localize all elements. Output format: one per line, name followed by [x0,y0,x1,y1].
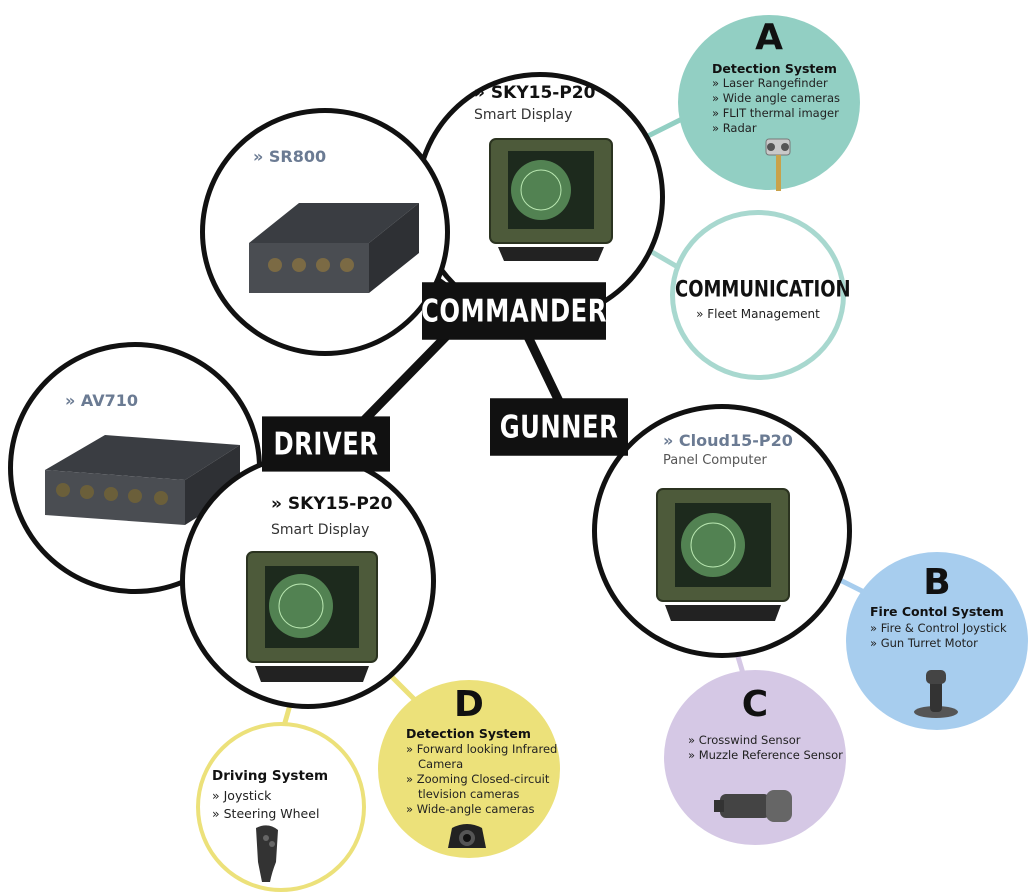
system-c-list: » Crosswind Sensor » Muzzle Reference Se… [688,733,843,763]
radar-camera-icon [765,138,791,191]
system-d-letter: D [454,684,484,725]
sr800-computer-image [249,203,419,293]
smart-display-image [489,138,613,261]
list-item: tlevision cameras [418,787,520,801]
system-a-letter: A [755,17,783,58]
joystick-icon [914,670,958,718]
smart-display-image [246,551,378,682]
av710-name: » AV710 [65,391,138,410]
cloud15-circle: » Cloud15-P20 Panel Computer [592,404,852,658]
panel-computer-image [656,488,790,621]
system-b-list: » Fire & Control Joystick » Gun Turret M… [870,621,1007,651]
cloud15-name: » Cloud15-P20 [663,431,793,450]
sky15-driver-subtitle: Smart Display [271,522,370,538]
list-item: » Wide angle cameras [712,91,841,105]
system-b-letter: B [923,562,951,603]
joystick-icon [256,825,278,882]
system-c-letter: C [741,684,769,725]
sr800-name: » SR800 [253,147,327,166]
list-item: » Forward looking Infrared [406,742,558,756]
system-a-list: » Laser Rangefinder » Wide angle cameras… [712,76,840,136]
list-item: » Zooming Closed-circuit [406,772,550,786]
sky15-driver-circle: » SKY15-P20 Smart Display [180,453,436,709]
camera-icon [448,824,486,848]
list-item: » Gun Turret Motor [870,636,978,650]
sensor-icon [714,790,792,822]
system-d-title: Detection System [406,726,531,741]
system-c-circle: C » Crosswind Sensor » Muzzle Reference … [664,670,846,845]
system-a-circle: A Detection System » Laser Rangefinder »… [678,15,860,191]
sky15-commander-subtitle: Smart Display [474,107,573,123]
role-commander-label: COMMANDER [421,282,606,340]
list-item: Camera [418,757,464,771]
system-b-circle: B Fire Contol System » Fire & Control Jo… [846,552,1028,730]
role-driver-label: DRIVER [262,416,390,472]
list-item: » Fire & Control Joystick [870,621,1007,635]
av710-computer-image [45,435,240,525]
sky15-driver-name: » SKY15-P20 [271,494,393,514]
list-item: » Muzzle Reference Sensor [688,748,843,762]
list-item: » Radar [712,121,757,135]
sr800-circle: » SR800 [200,108,450,356]
cloud15-subtitle: Panel Computer [663,453,767,468]
communication-title: COMMUNICATION [675,275,851,303]
list-item: » Steering Wheel [212,806,320,821]
list-item: » FLIT thermal imager [712,106,839,120]
list-item: » Joystick [212,788,272,803]
sky15-commander-name: » SKY15-P20 [474,83,596,103]
list-item: » Crosswind Sensor [688,733,801,747]
role-gunner-label: GUNNER [490,398,628,456]
system-b-title: Fire Contol System [870,604,1004,619]
communication-circle: COMMUNICATION » Fleet Management [670,210,851,380]
list-item: » Wide-angle cameras [406,802,535,816]
driving-system-circle: Driving System » Joystick » Steering Whe… [196,722,366,892]
sky15-commander-circle: » SKY15-P20 Smart Display [415,72,665,322]
driving-system-title: Driving System [212,768,329,784]
system-d-circle: D Detection System » Forward looking Inf… [378,680,560,858]
communication-item: » Fleet Management [696,307,820,321]
system-a-title: Detection System [712,61,837,76]
driving-system-list: » Joystick » Steering Wheel [212,787,319,823]
system-d-list: » Forward looking Infrared Camera » Zoom… [406,742,557,817]
list-item: » Laser Rangefinder [712,76,828,90]
